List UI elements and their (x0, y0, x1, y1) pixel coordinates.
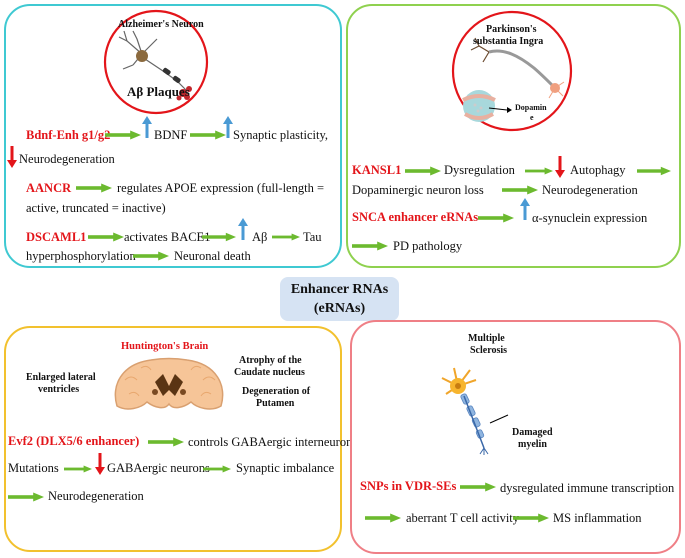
synaptic-plasticity-text: Synaptic plasticity, (233, 128, 329, 142)
green-arrow (105, 130, 141, 140)
dopamine-label-2: e (530, 113, 534, 122)
ms-neuron-illustration (441, 367, 489, 455)
gene-evf2: Evf2 (DLX5/6 enhancer) (8, 434, 140, 448)
dysregulation-text: Dysregulation (444, 163, 515, 177)
green-arrow (64, 464, 92, 474)
caudate-label-2: Caudate nucleus (234, 367, 305, 378)
putamen-label-2: Putamen (256, 398, 295, 409)
green-arrow (148, 437, 184, 447)
green-arrow (190, 130, 226, 140)
green-arrow (405, 166, 441, 176)
damaged-myelin-label-2: myelin (518, 439, 547, 450)
gene-snps-vdr: SNPs in VDR-SEs (360, 479, 457, 493)
green-arrow (478, 213, 514, 223)
pointer-line (489, 414, 509, 424)
up-arrow-icon (520, 198, 530, 220)
autophagy-text: Autophagy (570, 163, 626, 177)
neurodegeneration-text: Neurodegeneration (19, 152, 115, 166)
parkinson-image-title-1: Parkinson's (486, 24, 537, 35)
parkinson-neuron-illustration (451, 10, 573, 132)
hyperphosphorylation-text: hyperphosphorylation (26, 249, 136, 263)
green-arrow (76, 183, 112, 193)
huntington-image-title: Huntington's Brain (121, 341, 209, 352)
damaged-myelin-label-1: Damaged (512, 427, 553, 438)
aancr-text-1: regulates APOE expression (full-length = (117, 181, 325, 195)
neuronal-death-text: Neuronal death (174, 249, 251, 263)
green-arrow (513, 513, 549, 523)
gene-dscaml1: DSCAML1 (26, 230, 87, 244)
down-arrow-icon (7, 146, 17, 168)
ventricles-label-1: Enlarged lateral (26, 372, 96, 383)
ventricles-label-2: ventricles (38, 384, 80, 395)
abeta-plaques-label: Aβ Plaques (127, 84, 190, 99)
up-arrow-icon (142, 116, 152, 138)
tau-text: Tau (303, 230, 322, 244)
ms-panel (350, 320, 681, 554)
ms-image-title-1: Multiple (468, 333, 505, 344)
abeta-text: Aβ (252, 230, 268, 244)
gene-bdnf-enh: Bdnf-Enh g1/g2 (26, 128, 111, 142)
green-arrow (203, 464, 231, 474)
parkinson-image-title-2: substantia Ingra (473, 36, 544, 47)
green-arrow (365, 513, 401, 523)
down-arrow-icon (95, 453, 105, 475)
caudate-label-1: Atrophy of the (239, 355, 302, 366)
green-arrow (525, 166, 553, 176)
putamen-label-1: Degeneration of (242, 386, 311, 397)
hd-neurodegeneration-text: Neurodegeneration (48, 489, 144, 503)
bace1-text: activates BACE1 (124, 230, 211, 244)
dopaminergic-loss-text: Dopaminergic neuron loss (352, 183, 484, 197)
green-arrow (460, 482, 496, 492)
alzheimer-image-title: Alzheimer's Neuron (118, 19, 204, 30)
alzheimer-neuron-illustration (103, 9, 209, 115)
up-arrow-icon (238, 218, 248, 240)
ms-image-title-2: Sclerosis (470, 345, 508, 356)
synaptic-imbalance-text: Synaptic imbalance (236, 461, 335, 475)
center-title-line2: (eRNAs) (313, 301, 366, 316)
immune-transcription-text: dysregulated immune transcription (500, 481, 675, 495)
center-title-line1: Enhancer RNAs (290, 282, 389, 297)
aancr-text-2: active, truncated = inactive) (26, 201, 166, 215)
gabaergic-interneurons-text: controls GABAergic interneurons (188, 435, 358, 449)
dopamine-label-1: Dopamin (515, 103, 547, 112)
synuclein-text: α-synuclein expression (532, 211, 648, 225)
green-arrow (352, 241, 388, 251)
gene-kansl1: KANSL1 (352, 163, 402, 177)
down-arrow-icon (555, 156, 565, 178)
mutations-text: Mutations (8, 461, 59, 475)
green-arrow (133, 251, 169, 261)
huntington-brain-illustration (114, 357, 224, 410)
bdnf-text: BDNF (154, 128, 188, 142)
green-arrow (637, 166, 671, 176)
green-arrow (88, 232, 124, 242)
gene-aancr: AANCR (26, 181, 72, 195)
gabaergic-neurons-text: GABAergic neurons (107, 461, 210, 475)
up-arrow-icon (223, 116, 233, 138)
green-arrow (272, 232, 300, 242)
center-label-box: Enhancer RNAs (eRNAs) (280, 277, 399, 321)
green-arrow (502, 185, 538, 195)
t-cell-activity-text: aberrant T cell activity (406, 511, 520, 525)
pd-pathology-text: PD pathology (393, 239, 463, 253)
green-arrow (8, 492, 44, 502)
green-arrow (202, 232, 236, 242)
gene-snca-enhancer: SNCA enhancer eRNAs (352, 210, 479, 224)
ms-inflammation-text: MS inflammation (553, 511, 642, 525)
pd-neurodegeneration-text: Neurodegeneration (542, 183, 638, 197)
